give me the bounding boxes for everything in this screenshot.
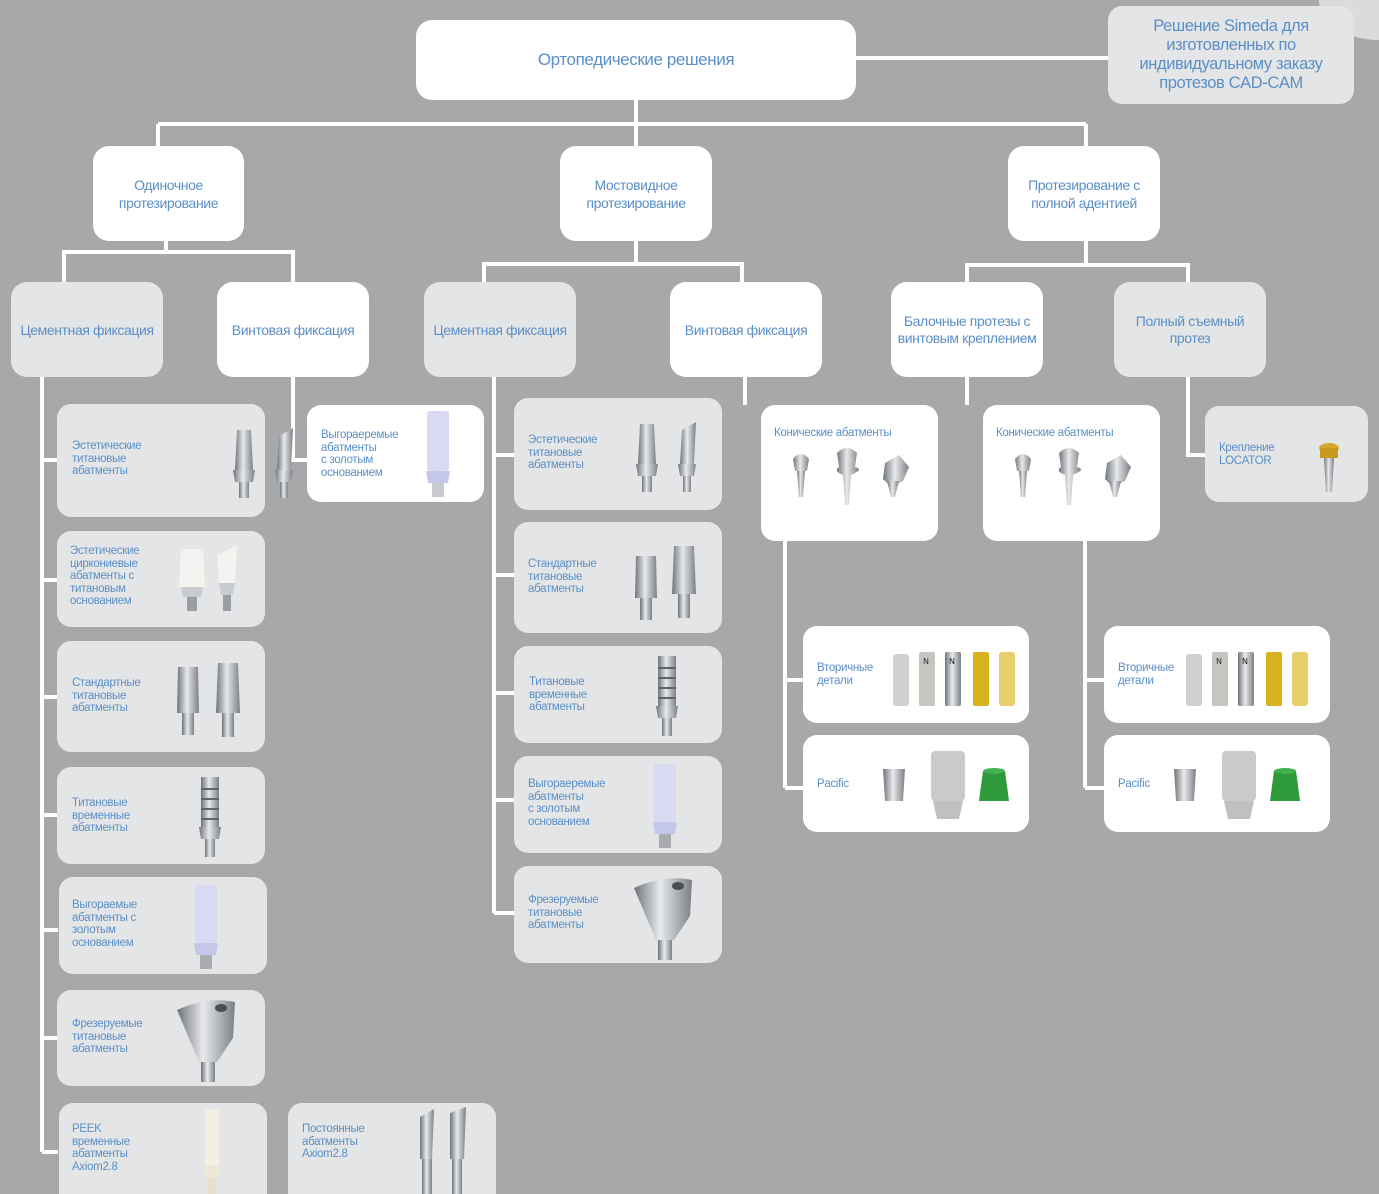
category-full-label: Протезирование с полной адентией <box>1028 176 1140 211</box>
card-label: Титановые временные абатменты <box>72 797 130 834</box>
sub-bridge-screw: Винтовая фиксация <box>670 282 822 377</box>
card-permanent-abutments: Постоянные абатменты Axiom2.8 <box>288 1103 496 1194</box>
category-full: Протезирование с полной адентией <box>1008 146 1160 241</box>
sub-bridge-cement: Цементная фиксация <box>424 282 576 377</box>
card-bridge-ti-temp: Титановые временные абатменты <box>514 646 722 743</box>
sub-full-bar-label: Балочные протезы с винтовым креплением <box>897 312 1037 346</box>
conical-abutments-image <box>1015 448 1131 505</box>
card-locator: Крепление LOCATOR <box>1205 406 1368 502</box>
sub-single-cement: Цементная фиксация <box>11 282 163 377</box>
secondary-parts-image: N N <box>893 652 1015 706</box>
zirconia-abutment-image <box>179 545 237 611</box>
card-peek-temp-abutments: PEEK временные абатменты Axiom2.8 <box>59 1103 267 1194</box>
side-note: Решение Simeda для изготовленных по инди… <box>1108 6 1354 104</box>
card-label: PEEK временные абатменты Axiom2.8 <box>72 1123 130 1173</box>
peek-abutment-image <box>203 1109 221 1194</box>
category-bridge: Мостовидное протезирование <box>560 146 712 241</box>
card-bridge-standard-ti: Стандартные титановые абатменты <box>514 522 722 633</box>
svg-text:N: N <box>1242 657 1248 666</box>
card-label: Стандартные титановые абатменты <box>72 677 141 714</box>
pacific-parts-image <box>883 751 1009 819</box>
card-label: Эстетические циркониевые абатменты с тит… <box>70 545 140 607</box>
card-label: Выгораеремые абатменты с золотым основан… <box>528 778 606 828</box>
sub-bridge-screw-label: Винтовая фиксация <box>684 321 808 338</box>
card-screw-burnout-abutments: Выгораеремые абатменты с золотым основан… <box>307 405 484 502</box>
card-aesthetic-zr-abutments: Эстетические циркониевые абатменты с тит… <box>57 531 265 627</box>
temp-abutment-image <box>656 656 678 736</box>
milled-abutment-image <box>634 878 692 960</box>
card-label: Стандартные титановые абатменты <box>528 558 597 595</box>
card-bridge-pacific: Pacific <box>803 735 1029 832</box>
card-bridge-conical: Конические абатменты <box>761 405 938 541</box>
card-bridge-milled-ti: Фрезеруемые титановые абатменты <box>514 866 722 963</box>
card-standard-ti-abutments: Стандартные титановые абатменты <box>57 641 265 752</box>
card-bridge-burnout-gold: Выгораеремые абатменты с золотым основан… <box>514 756 722 853</box>
card-burnout-gold-abutments: Выгораемые абатменты с золотым основание… <box>59 877 267 974</box>
card-full-pacific: Pacific <box>1104 735 1330 832</box>
card-label: Конические абатменты <box>996 427 1114 439</box>
card-label: Выгораеремые абатменты с золотым основан… <box>321 429 399 479</box>
svg-text:N: N <box>1216 657 1222 666</box>
standard-abutment-image <box>635 546 696 620</box>
card-aesthetic-ti-abutments: Эстетические титановые абатменты <box>57 404 293 517</box>
sub-bridge-cement-label: Цементная фиксация <box>433 321 567 338</box>
card-full-secondary: Вторичные детали N N <box>1104 626 1330 723</box>
card-label: Эстетические титановые абатменты <box>72 440 142 477</box>
secondary-parts-image: N N <box>1186 652 1308 706</box>
svg-text:N: N <box>923 657 929 666</box>
card-label: Фрезеруемые титановые абатменты <box>528 894 599 931</box>
card-label: Крепление LOCATOR <box>1219 442 1275 467</box>
card-label: Pacific <box>1118 778 1150 790</box>
pacific-parts-image <box>1174 751 1300 819</box>
card-label: Эстетические титановые абатменты <box>528 434 598 471</box>
card-bridge-aesthetic-ti: Эстетические титановые абатменты <box>514 398 722 510</box>
card-label: Вторичные детали <box>817 662 873 687</box>
category-single-label: Одиночное протезирование <box>118 176 219 211</box>
abutment-pair-image <box>636 422 696 492</box>
milled-abutment-image <box>177 1000 235 1082</box>
card-full-conical: Конические абатменты <box>983 405 1160 541</box>
sub-single-cement-label: Цементная фиксация <box>20 321 154 338</box>
standard-abutment-image <box>177 663 240 737</box>
card-milled-ti-abutments: Фрезеруемые титановые абатменты <box>57 990 265 1086</box>
sub-full-removable: Полный съемный протез <box>1114 282 1266 377</box>
card-label: Титановые временные абатменты <box>529 676 587 713</box>
burnout-abutment-image <box>426 411 450 497</box>
sub-single-screw: Винтовая фиксация <box>217 282 369 377</box>
card-bridge-secondary: Вторичные детали N N <box>803 626 1029 723</box>
card-label: Вторичные детали <box>1118 662 1174 687</box>
temp-abutment-image <box>199 777 221 857</box>
category-bridge-label: Мостовидное протезирование <box>586 176 686 211</box>
burnout-abutment-image <box>653 764 677 848</box>
category-single: Одиночное протезирование <box>93 146 244 241</box>
card-label: Фрезеруемые титановые абатменты <box>72 1018 143 1055</box>
burnout-abutment-image <box>194 885 218 969</box>
card-label: Конические абатменты <box>774 427 892 439</box>
permanent-abutment-image <box>420 1107 466 1194</box>
card-label: Выгораемые абатменты с золотым основание… <box>72 899 138 949</box>
svg-text:N: N <box>949 657 955 666</box>
abutment-pair-image <box>233 428 293 498</box>
side-note-label: Решение Simeda для изготовленных по инди… <box>1139 17 1323 92</box>
sub-full-removable-label: Полный съемный протез <box>1135 312 1245 346</box>
sub-single-screw-label: Винтовая фиксация <box>231 321 355 338</box>
card-label: Pacific <box>817 778 849 790</box>
locator-attachment-image <box>1319 443 1339 492</box>
root-label: Ортопедические решения <box>537 50 735 69</box>
card-label: Постоянные абатменты Axiom2.8 <box>302 1123 365 1160</box>
card-ti-temp-abutments: Титановые временные абатменты <box>57 767 265 864</box>
sub-full-bar: Балочные протезы с винтовым креплением <box>891 282 1043 377</box>
root-node: Ортопедические решения <box>416 20 856 100</box>
conical-abutments-image <box>793 448 909 505</box>
